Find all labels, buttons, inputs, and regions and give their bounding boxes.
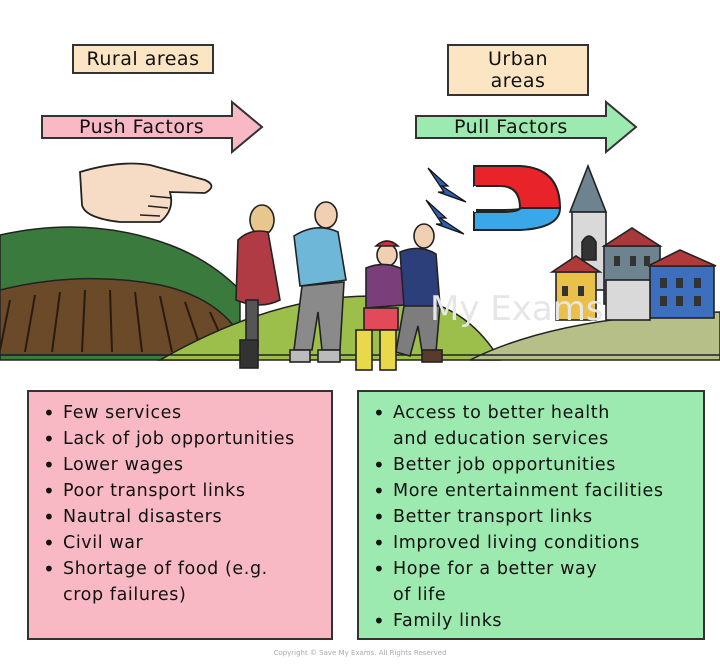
factor-item: Access to better health and education ser… bbox=[369, 400, 697, 452]
factor-text: Family links bbox=[393, 611, 503, 631]
pull-factors-arrow bbox=[415, 100, 638, 155]
factor-item: Civil war bbox=[39, 530, 325, 556]
urban-areas-label: Urban areas bbox=[447, 44, 589, 96]
magnet-icon bbox=[473, 165, 562, 231]
factor-text: crop failures) bbox=[63, 585, 187, 605]
rural-areas-label: Rural areas bbox=[72, 44, 214, 74]
factor-text: of life bbox=[393, 585, 447, 605]
factor-text: Better job opportunities bbox=[393, 455, 616, 475]
factor-item: Shortage of food (e.g. crop failures) bbox=[39, 556, 325, 608]
push-factors-label: Push Factors bbox=[79, 116, 205, 138]
push-factors-list: Few servicesLack of job opportunitiesLow… bbox=[39, 400, 325, 608]
factor-item: Family links bbox=[369, 608, 697, 634]
pull-factors-list: Access to better health and education ser… bbox=[369, 400, 697, 634]
factor-text: More entertainment facilities bbox=[393, 481, 664, 501]
push-factors-list-box: Few servicesLack of job opportunitiesLow… bbox=[27, 390, 333, 640]
factor-text: Lack of job opportunities bbox=[63, 429, 295, 449]
factor-text: Improved living conditions bbox=[393, 533, 640, 553]
factor-item: Nautral disasters bbox=[39, 504, 325, 530]
factor-text: Access to better health bbox=[393, 403, 610, 423]
factor-text: Poor transport links bbox=[63, 481, 246, 501]
factor-text: Few services bbox=[63, 403, 182, 423]
factor-item: Improved living conditions bbox=[369, 530, 697, 556]
factor-item: Lack of job opportunities bbox=[39, 426, 325, 452]
pointing-hand-icon bbox=[79, 162, 213, 223]
factor-text: Civil war bbox=[63, 533, 144, 553]
church-icon bbox=[549, 163, 717, 321]
migrating-family-figures bbox=[235, 201, 443, 371]
factor-item: Lower wages bbox=[39, 452, 325, 478]
factor-item: Few services bbox=[39, 400, 325, 426]
push-factors-arrow bbox=[41, 100, 264, 155]
factor-item: Better transport links bbox=[369, 504, 697, 530]
migration-illustration: My Exams bbox=[0, 162, 720, 371]
factor-text: Nautral disasters bbox=[63, 507, 223, 527]
pull-factors-label: Pull Factors bbox=[454, 116, 568, 138]
pull-factors-list-box: Access to better health and education ser… bbox=[357, 390, 705, 640]
factor-text: Lower wages bbox=[63, 455, 184, 475]
watermark: My Exams bbox=[430, 289, 604, 329]
factor-text: Better transport links bbox=[393, 507, 593, 527]
factor-item: More entertainment facilities bbox=[369, 478, 697, 504]
copyright-text: Copyright © Save My Exams. All Rights Re… bbox=[273, 649, 447, 657]
factor-text: and education services bbox=[393, 429, 609, 449]
lightning-icon bbox=[425, 167, 467, 235]
factor-text: Shortage of food (e.g. bbox=[63, 559, 268, 579]
factor-item: Poor transport links bbox=[39, 478, 325, 504]
factor-item: Hope for a better way of life bbox=[369, 556, 697, 608]
factor-text: Hope for a better way bbox=[393, 559, 598, 579]
factor-item: Better job opportunities bbox=[369, 452, 697, 478]
